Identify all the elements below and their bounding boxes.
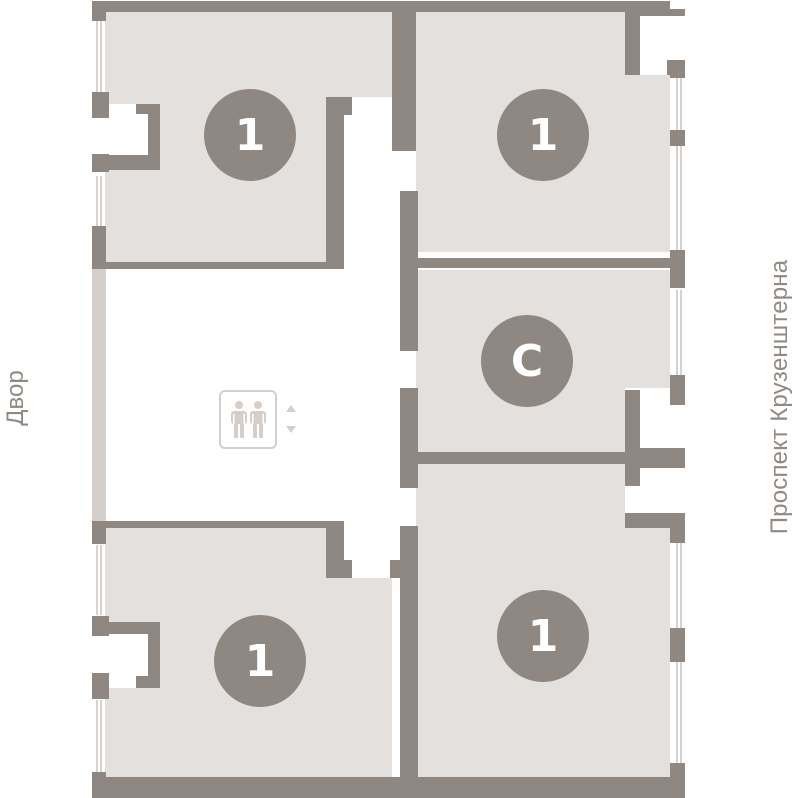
apartment-badge-bottom-left[interactable]: 1 <box>214 615 306 707</box>
elevator-people-icon <box>231 401 266 438</box>
apartment-badge-top-left[interactable]: 1 <box>204 89 296 181</box>
apartment-badge-top-right[interactable]: 1 <box>497 89 589 181</box>
corridor-glass-wall <box>92 268 106 522</box>
up-down-arrows-icon <box>286 405 296 433</box>
walls <box>92 1 685 798</box>
courtyard-label: Двор <box>2 370 29 426</box>
apartment-badge-middle-right[interactable]: C <box>481 315 573 407</box>
apartment-badge-bottom-right[interactable]: 1 <box>497 590 589 682</box>
street-label: Проспект Крузенштерна <box>766 259 793 535</box>
elevator-icon <box>219 390 277 449</box>
